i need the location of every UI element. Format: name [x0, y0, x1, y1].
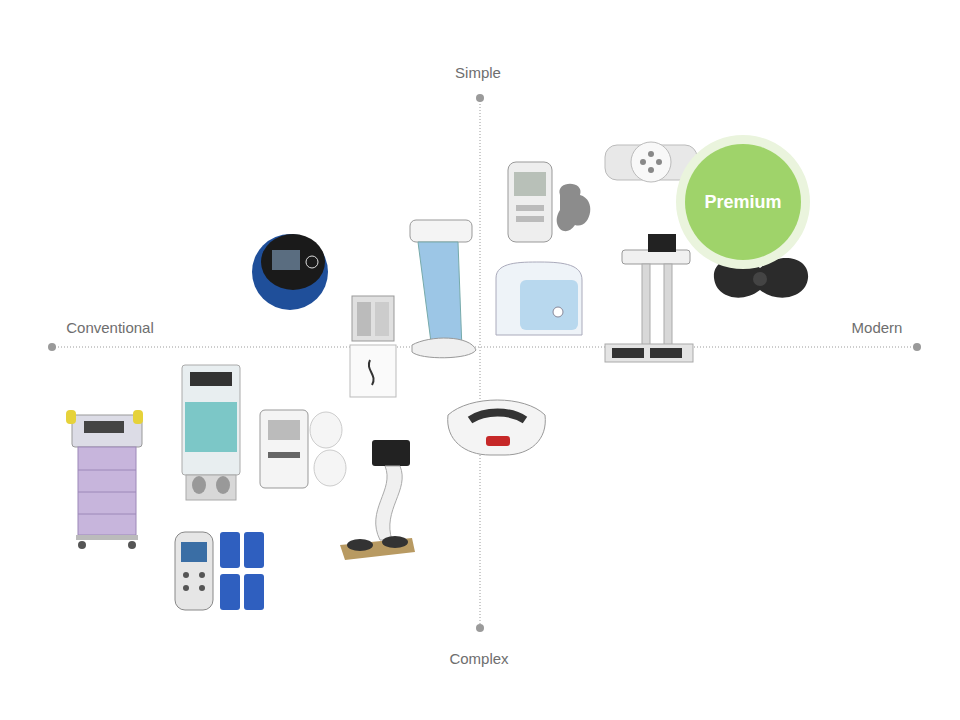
- circle-ring: [676, 135, 810, 269]
- axis-label: Modern: [852, 319, 903, 336]
- cart-device: [66, 410, 143, 549]
- sphere-device: [252, 234, 328, 310]
- omron-device: [508, 162, 590, 242]
- premium-circle: Premium: [685, 144, 801, 260]
- axis-label: Conventional: [66, 319, 154, 336]
- stand-device: [605, 234, 693, 362]
- handheld-tens: [175, 532, 264, 610]
- foot-device: [340, 440, 415, 560]
- axis-label: Simple: [455, 64, 501, 81]
- control-device: [350, 296, 396, 397]
- tens-unit: [260, 410, 346, 488]
- circle-fill: [685, 144, 801, 260]
- neck-massager: [448, 400, 546, 455]
- node-label: Premium: [704, 192, 781, 213]
- axes: [52, 98, 917, 628]
- box-device: [496, 262, 582, 335]
- tower-device: [182, 365, 240, 500]
- pillar-device: [410, 220, 476, 358]
- axis-dots: [48, 94, 921, 632]
- axis-label: Complex: [449, 650, 508, 667]
